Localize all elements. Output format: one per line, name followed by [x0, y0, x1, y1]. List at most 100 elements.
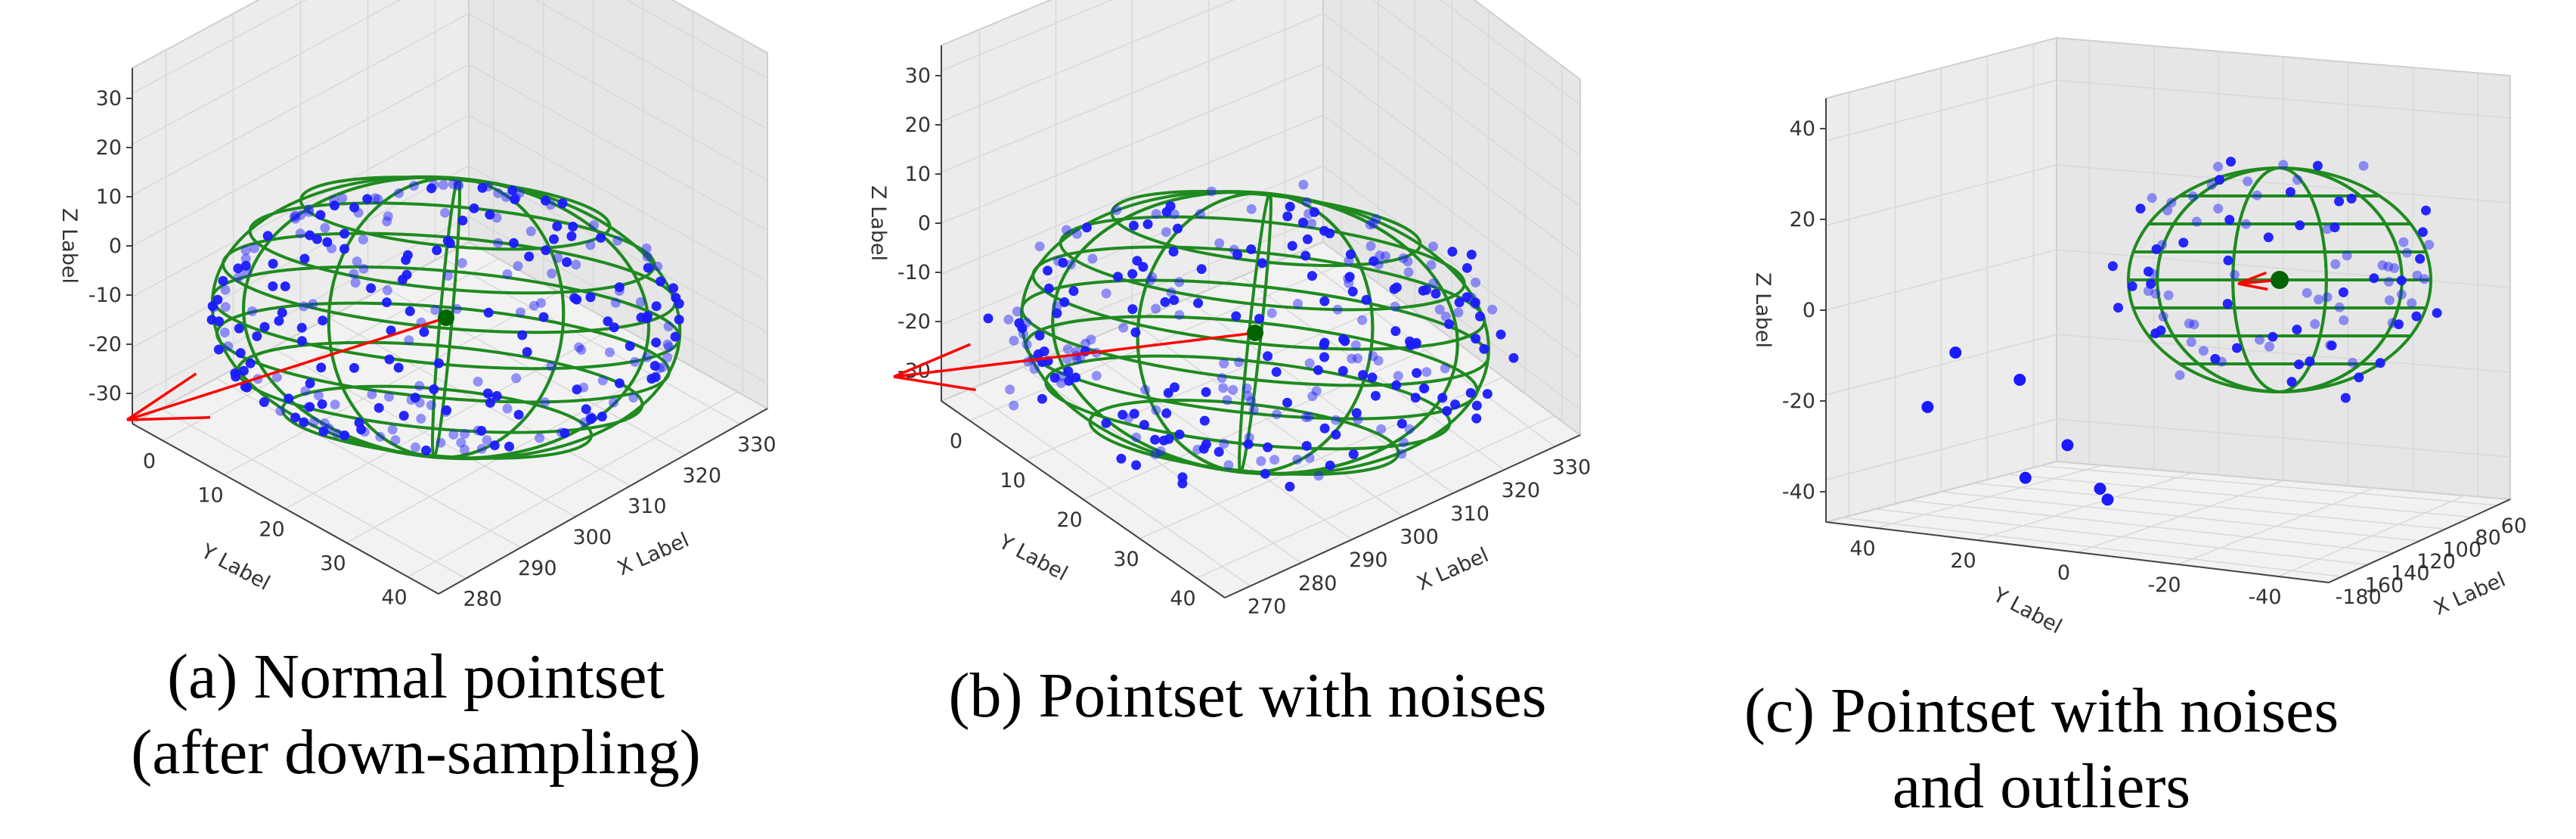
point-a-133: [299, 253, 310, 264]
point-a-127: [370, 193, 380, 204]
point-b-3: [1434, 304, 1445, 315]
point-c-76: [2348, 357, 2357, 368]
point-b-203: [1086, 334, 1096, 345]
point-b-50: [1396, 418, 1407, 429]
point-a-157: [557, 198, 568, 209]
point-c-42: [2263, 232, 2274, 243]
point-b-31: [1101, 418, 1111, 428]
point-b-81: [1444, 319, 1454, 329]
x-tick-label-a-0: 280: [463, 588, 502, 611]
point-b-80: [1319, 340, 1329, 350]
point-a-31: [299, 301, 309, 312]
point-a-238: [382, 216, 392, 227]
point-b-108: [1151, 209, 1161, 219]
point-c-58: [2175, 370, 2185, 381]
point-b-97: [1482, 389, 1493, 399]
point-b-190: [1174, 429, 1185, 440]
point-c-20: [2107, 261, 2118, 272]
point-a-190: [367, 389, 377, 399]
point-c-2: [2213, 204, 2224, 214]
point-a-229: [375, 431, 386, 442]
point-b-244: [1058, 257, 1068, 268]
point-a-38: [585, 240, 596, 250]
ellipsoid-latitude-a-4: [215, 301, 671, 404]
point-a-55: [630, 356, 640, 367]
floor-grid-y-a-1: [224, 291, 559, 476]
y-axis-label-a: Y Label: [197, 539, 274, 595]
point-c-1: [2421, 205, 2431, 216]
outlier-point-c-6: [2101, 493, 2114, 506]
point-b-79: [1319, 225, 1329, 236]
point-a-79: [635, 297, 646, 307]
point-b-179: [1139, 420, 1149, 430]
wall-grid-z-b-5: [941, 0, 1581, 157]
x-tick-label-a-1: 290: [518, 557, 557, 580]
point-c-79: [2150, 328, 2161, 339]
point-a-234: [240, 260, 251, 271]
point-b-152: [1263, 442, 1273, 452]
point-c-89: [2302, 287, 2312, 298]
point-b-10: [1169, 295, 1180, 306]
y-axis-line-a: [132, 423, 439, 595]
point-b-192: [1319, 423, 1330, 433]
point-b-223: [1340, 336, 1350, 346]
point-b-6: [1113, 272, 1123, 282]
point-a-244: [373, 194, 383, 204]
point-a-106: [318, 315, 328, 326]
wall-grid-z-c-4: [1825, 79, 2511, 141]
point-a-254: [315, 210, 326, 220]
ellipsoid-center-c: [2271, 271, 2289, 289]
point-a-4: [585, 292, 596, 303]
point-b-216: [1298, 217, 1308, 228]
point-b-176: [1347, 286, 1358, 297]
floor-grid-y-a-4: [408, 391, 738, 578]
point-c-74: [2401, 247, 2412, 258]
point-c-3: [2163, 290, 2174, 300]
point-a-136: [220, 284, 231, 295]
point-a-8: [374, 402, 384, 413]
z-tick-label-a-5: -20: [88, 333, 122, 356]
wall-grid-z-c-0: [1825, 418, 2511, 480]
y-axis-label-b: Y Label: [994, 530, 1071, 586]
point-b-242: [1508, 353, 1519, 363]
point-c-91: [2305, 356, 2315, 367]
point-b-159: [1263, 351, 1273, 362]
floor-grid-y-c-0: [1876, 465, 2103, 529]
point-a-194: [394, 188, 404, 198]
point-c-19: [2415, 253, 2426, 264]
point-a-180: [383, 211, 393, 222]
point-c-88: [2213, 161, 2224, 172]
point-a-205: [541, 245, 551, 256]
point-b-16: [1081, 222, 1092, 233]
point-b-256: [1091, 371, 1102, 381]
point-b-214: [1029, 364, 1040, 374]
point-c-78: [2232, 343, 2242, 353]
point-b-193: [1118, 409, 1128, 420]
point-b-71: [1303, 412, 1314, 422]
point-c-46: [2151, 244, 2162, 254]
point-c-80: [2243, 176, 2253, 187]
point-b-233: [1243, 439, 1254, 449]
point-a-242: [218, 275, 228, 286]
point-b-173: [1304, 358, 1315, 368]
point-a-215: [535, 433, 545, 443]
point-b-115: [1450, 399, 1460, 410]
point-c-8: [2226, 157, 2236, 167]
point-a-51: [517, 330, 528, 340]
point-b-63: [1399, 437, 1409, 448]
point-c-36: [2147, 193, 2157, 204]
point-a-66: [501, 192, 511, 202]
point-b-147: [1343, 273, 1353, 284]
wall-grid-z-a-6: [132, 0, 768, 95]
z-tick-label-c-3: -20: [1782, 390, 1815, 413]
point-b-225: [1368, 351, 1378, 362]
outlier-point-c-0: [1921, 401, 1934, 413]
point-b-149: [1198, 443, 1209, 454]
point-c-86: [2396, 275, 2407, 286]
point-a-224: [538, 312, 549, 322]
caption-b: (b) Pointset with noises: [832, 658, 1663, 734]
point-a-40: [507, 185, 518, 195]
